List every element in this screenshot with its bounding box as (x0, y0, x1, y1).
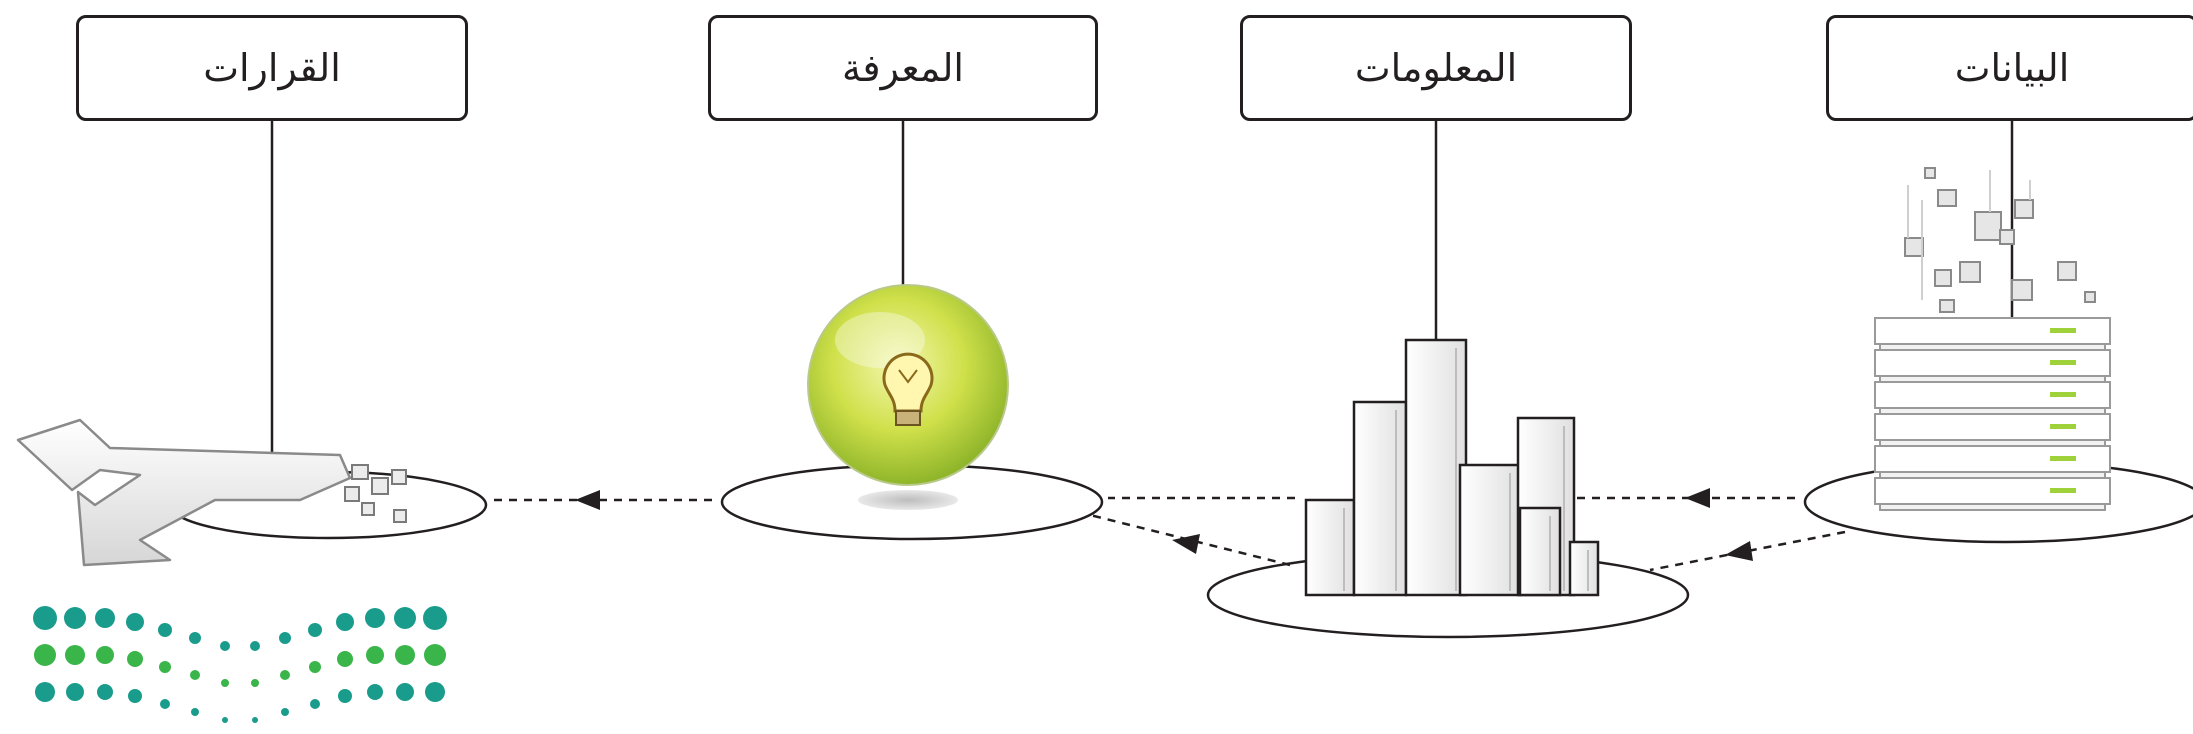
arrowhead-information-knowledge (1172, 534, 1200, 554)
label-data: البيانات (1826, 15, 2193, 121)
label-information: المعلومات (1240, 15, 1632, 121)
label-decisions: القرارات (76, 15, 468, 121)
arrowhead-knowledge-decisions (575, 490, 600, 510)
lightbulb-icon (807, 284, 1009, 510)
arrowhead-data-knowledge (1725, 541, 1753, 561)
diverging-arrow-icon (16, 418, 407, 567)
arrowheads (575, 488, 1753, 561)
bar-chart-icon (1304, 338, 1600, 597)
server-stack-icon (1874, 167, 2111, 511)
ministry-logo-icon (33, 606, 447, 723)
label-knowledge: المعرفة (708, 15, 1098, 121)
flow-arrows (488, 496, 1846, 572)
arrowhead-data-information (1685, 488, 1710, 508)
